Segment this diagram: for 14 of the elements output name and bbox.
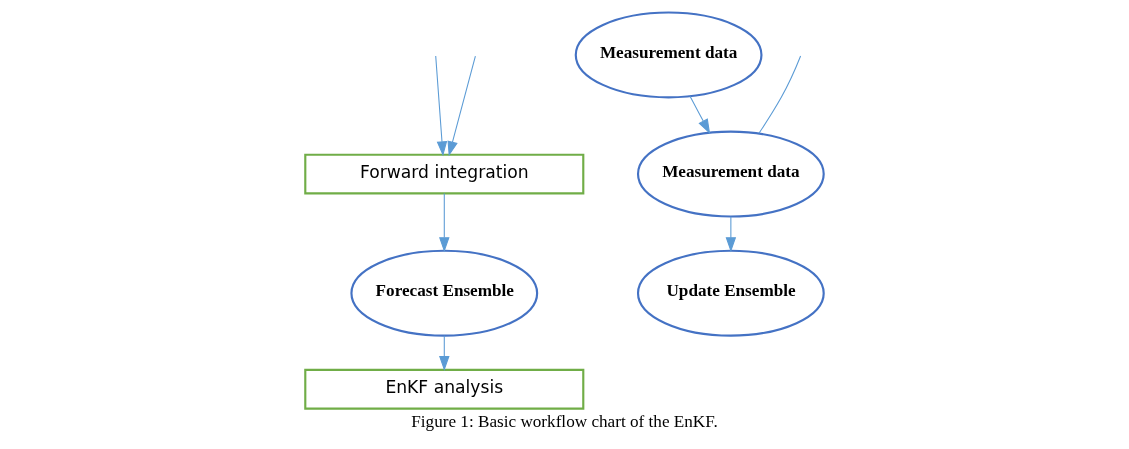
arrow — [447, 55, 476, 157]
connector — [758, 55, 802, 134]
node-ellipse: Update Ensemble — [636, 249, 825, 337]
arrow — [725, 216, 737, 253]
node-box: Forward integration — [304, 153, 585, 195]
caption: Figure 1: Basic workflow chart of the EnKF. — [411, 411, 718, 431]
node-ellipse: Forecast Ensemble — [350, 249, 539, 337]
arrow — [689, 95, 711, 135]
node-ellipse: Measurement data — [636, 130, 825, 218]
node-box: EnKF analysis — [304, 368, 585, 410]
node-ellipse: Measurement data — [574, 11, 763, 99]
arrow — [439, 335, 450, 372]
arrow — [439, 192, 450, 253]
arrow — [435, 55, 448, 157]
